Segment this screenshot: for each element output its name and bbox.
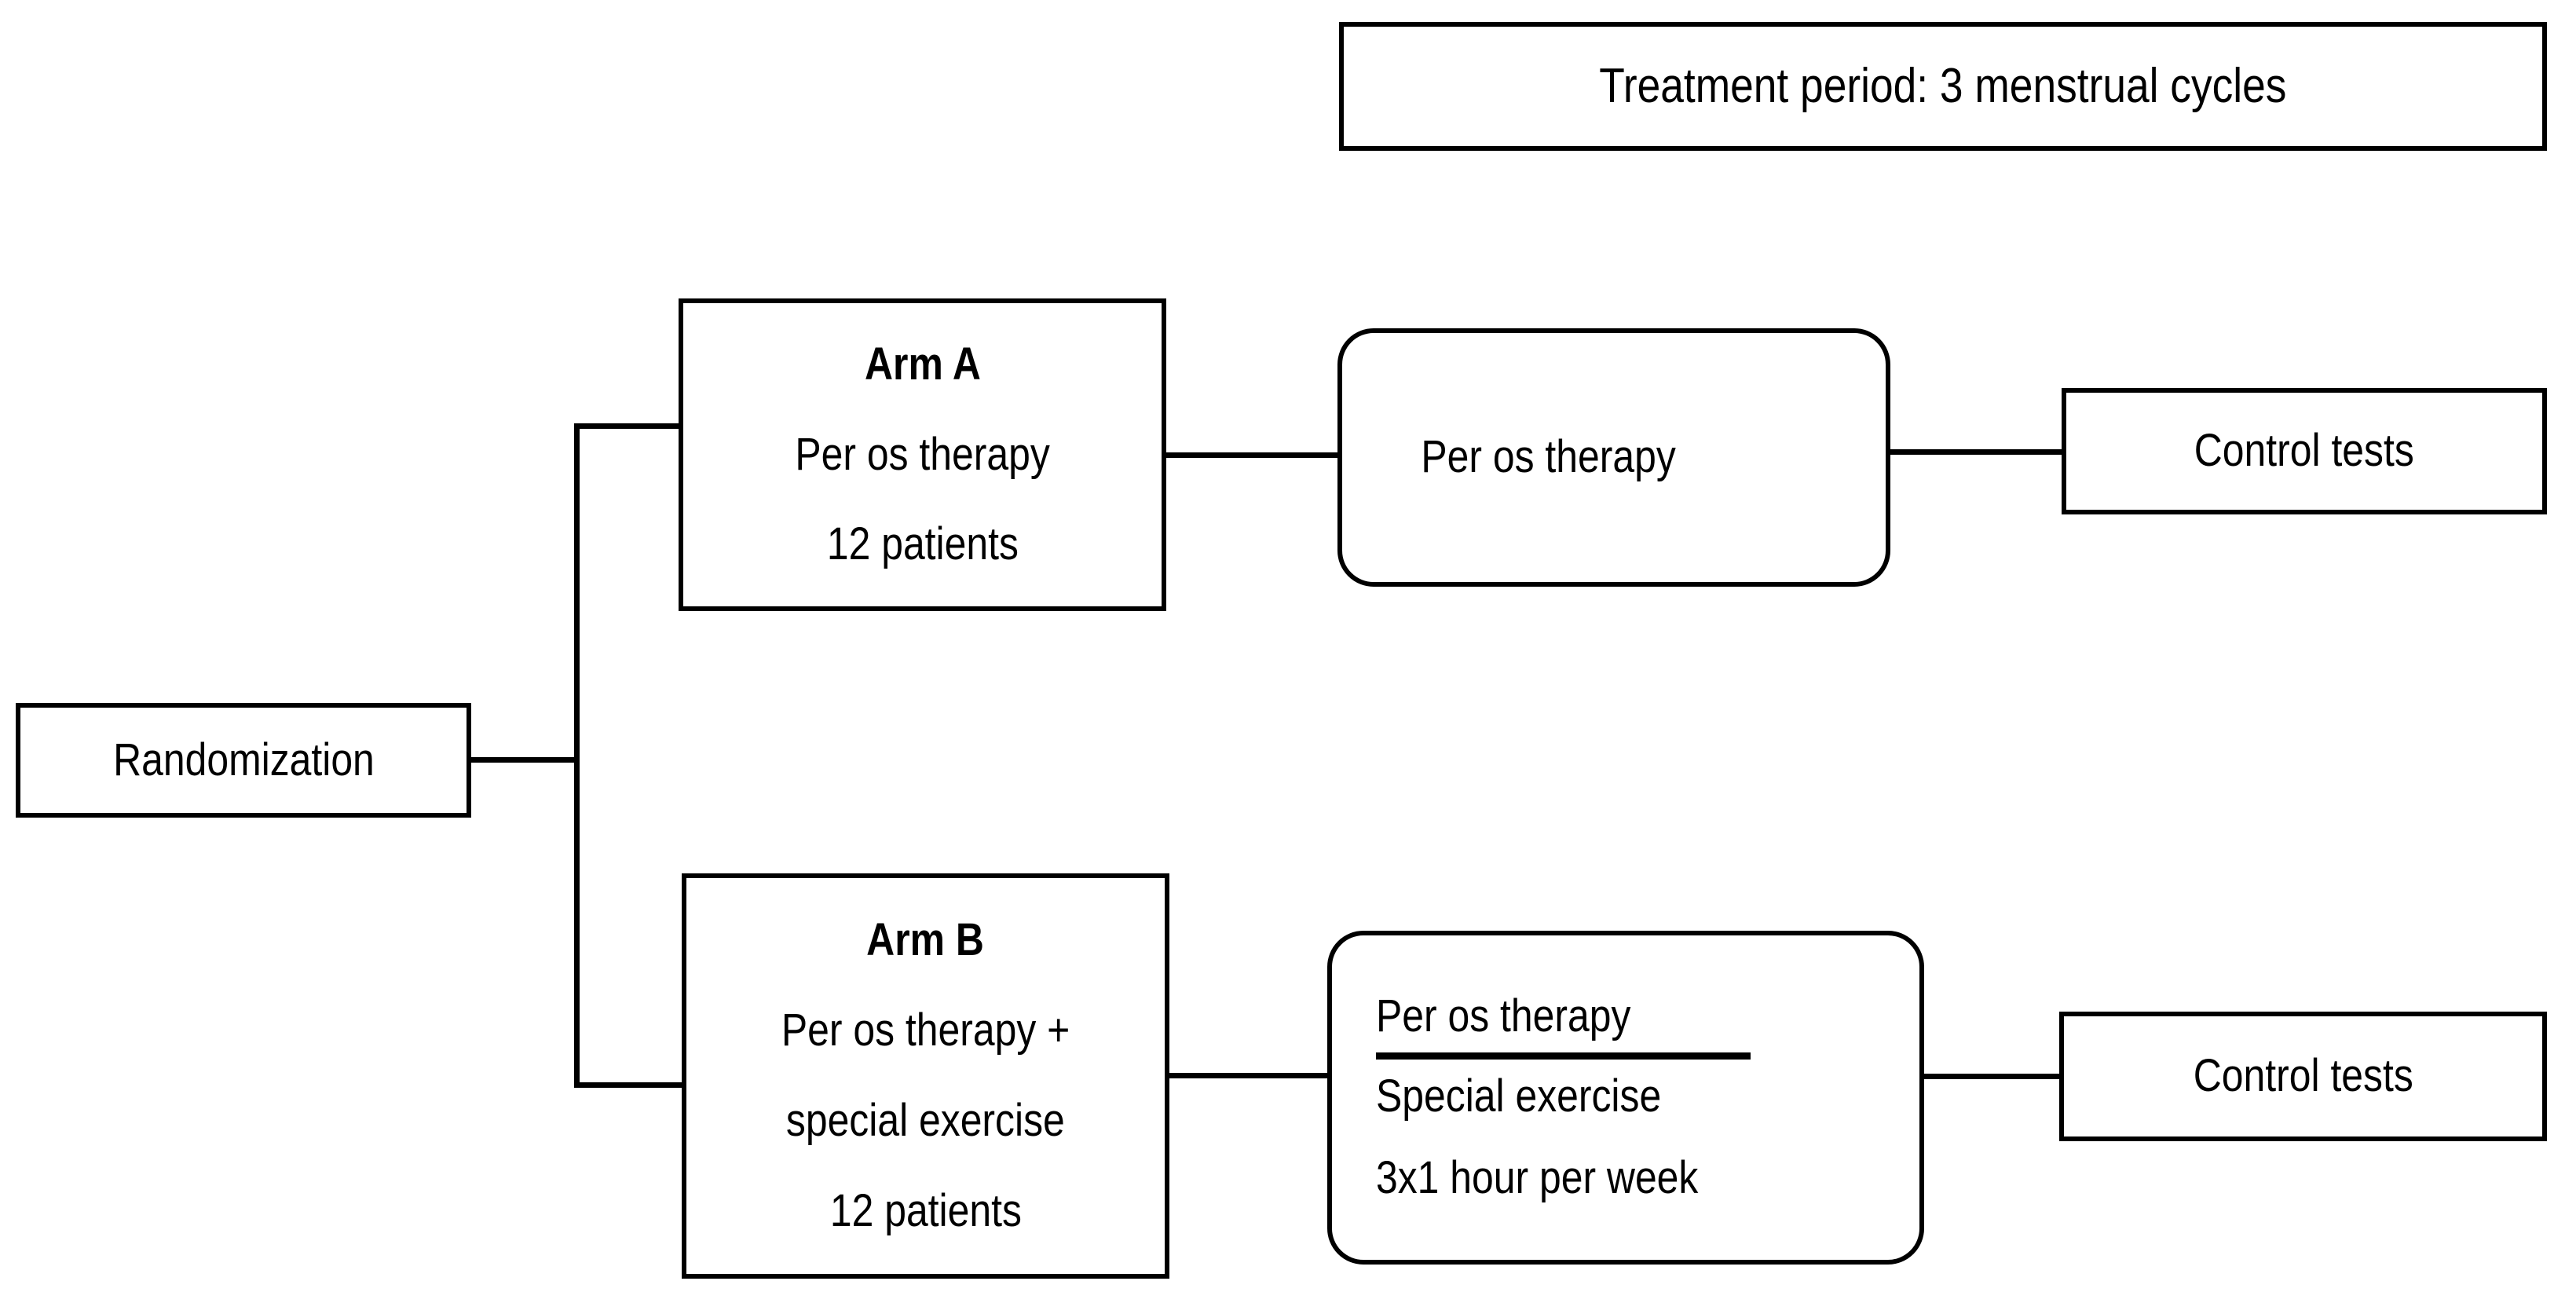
arm-b-therapy: Per os therapy + [781, 1005, 1070, 1056]
arm-a-title: Arm A [864, 339, 981, 390]
arm-b-node: Arm B Per os therapy + special exercise … [682, 873, 1169, 1279]
treatment-b-exercise-label: Special exercise [1376, 1070, 1662, 1122]
control-tests-b-node: Control tests [2059, 1012, 2547, 1141]
control-tests-a-node: Control tests [2062, 388, 2547, 514]
treatment-a-label: Per os therapy [1421, 431, 1676, 483]
arm-b-exercise: special exercise [786, 1095, 1065, 1147]
treatment-b-node: Per os therapy Special exercise 3x1 hour… [1327, 931, 1924, 1265]
connector-arm-a-to-treatment-a [1163, 452, 1341, 458]
connector-arm-b-to-treatment-b [1166, 1073, 1330, 1078]
treatment-b-stack: Per os therapy Special exercise 3x1 hour… [1376, 989, 1751, 1206]
arm-b-title: Arm B [866, 914, 985, 966]
treatment-b-therapy-label: Per os therapy [1376, 990, 1631, 1041]
connector-treatment-b-to-control-b [1921, 1074, 2062, 1079]
randomization-label: Randomization [112, 734, 375, 785]
connector-trunk-to-arm-a [574, 423, 682, 429]
treatment-period-label: Treatment period: 3 menstrual cycles [1599, 59, 2287, 114]
connector-trunk-to-arm-b [574, 1082, 685, 1088]
treatment-period-banner: Treatment period: 3 menstrual cycles [1339, 22, 2547, 151]
arm-a-node: Arm A Per os therapy 12 patients [679, 298, 1166, 611]
randomization-node: Randomization [16, 703, 471, 818]
control-tests-b-label: Control tests [2193, 1050, 2413, 1102]
treatment-a-node: Per os therapy [1337, 328, 1890, 587]
arm-a-therapy: Per os therapy [795, 428, 1050, 480]
treatment-b-frequency-label: 3x1 hour per week [1376, 1152, 1699, 1204]
connector-treatment-a-to-control-a [1887, 449, 2065, 455]
treatment-b-divider [1376, 1052, 1751, 1060]
connector-branch-trunk [574, 423, 580, 1088]
control-tests-a-label: Control tests [2194, 425, 2414, 477]
arm-a-patients: 12 patients [826, 518, 1019, 569]
arm-b-patients: 12 patients [829, 1185, 1022, 1236]
connector-randomization-to-trunk [468, 757, 580, 763]
